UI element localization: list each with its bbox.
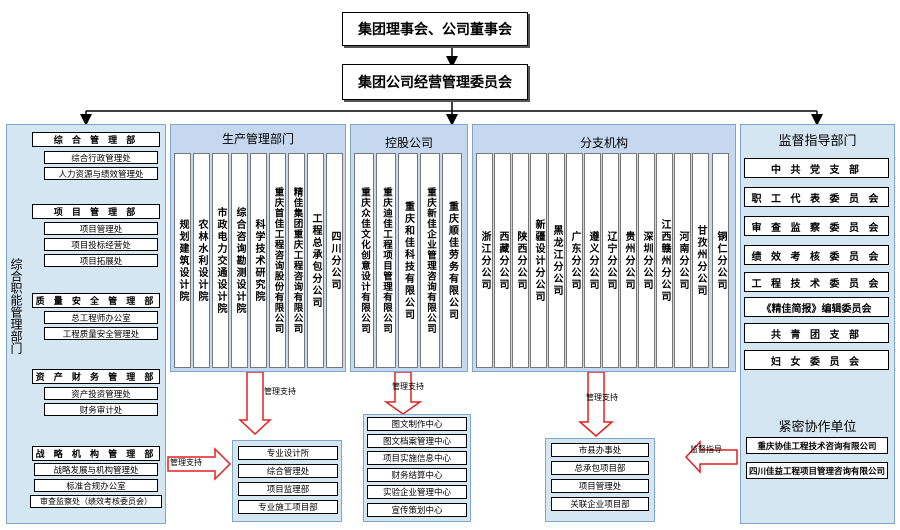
production-sub-item: 专业设计所 (238, 446, 338, 460)
label-mgmt-support: 管理支持 (586, 393, 618, 402)
branch-unit: 贵州分公司 (620, 153, 637, 368)
committee-box: 集团公司经营管理委员会 (342, 64, 528, 100)
supervision-item: 审 查 监 察 委 员 会 (744, 216, 889, 236)
branch-unit: 浙江分公司 (476, 153, 493, 368)
holding-sub-item: 宣传策划中心 (367, 503, 467, 517)
production-unit: 科学技术研究院 (250, 153, 267, 368)
branch-unit: 西藏分公司 (494, 153, 511, 368)
partners-title: 紧密协作单位 (778, 420, 857, 435)
group-item: 综合行政管理处 (44, 151, 158, 164)
branch-unit: 新疆设计分公司 (530, 153, 547, 368)
group-item: 项目管理处 (44, 222, 158, 235)
holding-unit: 重庆新佳企业管理咨询有限公司 (420, 153, 440, 368)
production-title: 生产管理部门 (221, 132, 294, 146)
branch-unit: 遵义分公司 (584, 153, 601, 368)
left-panel-title: 综合职能管理部门 (9, 258, 23, 354)
supervision-item: 《精佳简报》编辑委员会 (744, 297, 889, 317)
holding-sub-item: 财务结算中心 (367, 468, 467, 482)
group-item: 资产投资管理处 (44, 387, 158, 400)
label-mgmt-support: 管理支持 (392, 382, 424, 391)
production-sub-item: 综合管理处 (238, 464, 338, 478)
group-head-quality: 质 量 安 全 管 理 部 (32, 293, 160, 308)
branch-unit: 黑龙江分公司 (548, 153, 565, 368)
group-item: 项目拓展处 (44, 254, 158, 267)
supervision-item: 职 工 代 表 委 员 会 (744, 187, 889, 207)
group-item: 财务审计处 (44, 403, 158, 416)
label-mgmt-support: 管理支持 (264, 387, 296, 396)
arrow-down-holding (383, 371, 423, 415)
branch-unit: 陕西分公司 (512, 153, 529, 368)
arrow-down-branches (578, 371, 614, 437)
branch-unit: 广东分公司 (566, 153, 583, 368)
holding-sub-item: 实验企业管理中心 (367, 485, 467, 499)
supervision-item: 绩 效 考 核 委 员 会 (744, 245, 889, 265)
group-head-general: 综 合 管 理 部 (32, 132, 160, 147)
group-item: 标准合规办公室 (34, 479, 158, 492)
group-item: 人力资源与绩效管理处 (44, 167, 158, 180)
supervision-title: 监督指导部门 (778, 134, 857, 149)
holding-sub-item: 图文档案管理中心 (367, 434, 467, 448)
supervision-item: 中 共 党 支 部 (744, 158, 889, 178)
holding-unit: 重庆顺佳劳务有限公司 (442, 153, 462, 368)
supervision-item: 工 程 技 术 委 员 会 (744, 272, 889, 292)
arrow-left-right (684, 440, 738, 474)
arrow-down-production (238, 371, 272, 436)
branch-unit: 江西赣州分公司 (656, 153, 673, 368)
group-item: 总工程师办公室 (44, 311, 158, 324)
group-head-project: 项 目 管 理 部 (32, 204, 160, 219)
group-item: 项目投标经营处 (44, 238, 158, 251)
branch-unit: 辽宁分公司 (602, 153, 619, 368)
supervision-item: 共 青 团 支 部 (744, 323, 889, 343)
holding-unit: 重庆迪佳工程项目管理有限公司 (376, 153, 396, 368)
group-item: 工程质量安全管理处 (44, 327, 158, 340)
arrow-right-left (167, 447, 232, 481)
branch-sub-item: 总承包项目部 (551, 461, 649, 475)
partner-item: 重庆协佳工程技术咨询有限公司 (746, 437, 888, 454)
partner-item: 四川佳益工程项目管理咨询有限公司 (746, 462, 888, 479)
branch-unit: 河南分公司 (674, 153, 691, 368)
branch-unit: 甘孜州分公司 (692, 153, 709, 368)
label-supervise-guide: 监督指导 (690, 445, 722, 454)
production-sub-item: 专业施工项目部 (238, 500, 338, 514)
branch-sub-item: 项目管理处 (551, 479, 649, 493)
production-unit: 农林水利设计院 (193, 153, 210, 368)
branch-sub-item: 市县办事处 (551, 443, 649, 457)
holding-unit: 重庆和佳科技有限公司 (398, 153, 418, 368)
branch-sub-item: 关联企业项目部 (551, 497, 649, 511)
holding-title: 控股公司 (384, 136, 433, 150)
production-unit: 规划建筑设计院 (174, 153, 191, 368)
group-head-finance: 资 产 财 务 管 理 部 (32, 369, 160, 384)
branches-title: 分支机构 (579, 136, 628, 150)
branch-unit: 深圳分公司 (638, 153, 655, 368)
branch-unit: 铜仁分公司 (712, 153, 729, 368)
group-item: 战略发展与机构管理处 (34, 463, 158, 476)
holding-sub-item: 项目实施信息中心 (367, 451, 467, 465)
board-box: 集团理事会、公司董事会 (342, 12, 528, 46)
group-head-strategy: 战 略 机 构 管 理 部 (32, 446, 160, 461)
holding-sub-item: 图文制作中心 (367, 417, 467, 431)
supervision-item: 妇 女 委 员 会 (744, 350, 889, 370)
production-unit: 工程总承包分公司 (307, 153, 324, 368)
group-item: 审查监察处（绩效考核委员会） (30, 495, 162, 508)
production-sub-item: 项目监理部 (238, 482, 338, 496)
holding-unit: 重庆众佳文化创意设计有限公司 (354, 153, 374, 368)
production-unit: 精佳集团重庆工程咨询有限公司 (288, 153, 305, 368)
production-unit: 市政电力交通设计院 (212, 153, 229, 368)
production-unit: 综合咨询勘测设计院 (231, 153, 248, 368)
label-mgmt-support: 管理支持 (170, 458, 202, 467)
production-unit: 四川分公司 (326, 153, 343, 368)
production-unit: 重庆首佳工程咨询股份有限公司 (269, 153, 286, 368)
